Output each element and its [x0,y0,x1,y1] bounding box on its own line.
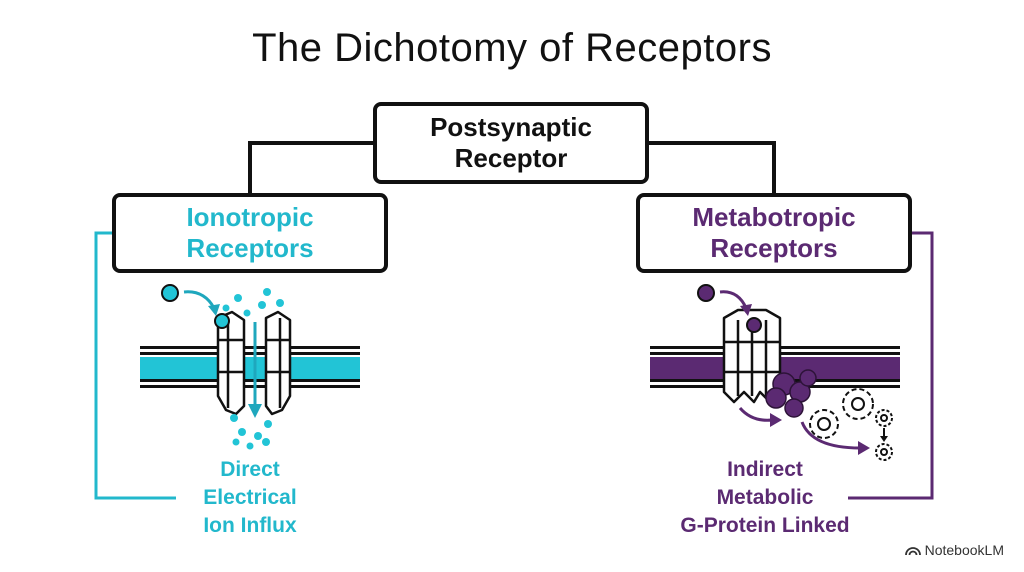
g-protein-icon [765,369,817,418]
root-label-line1: Postsynaptic [430,112,592,143]
ionotropic-label-line1: Ionotropic [186,202,314,233]
notebooklm-branding: NotebookLM [904,542,1004,558]
ionotropic-illustration [140,284,360,450]
tree-connectors [248,141,776,195]
ligand-binding-arrow [183,290,216,309]
metabotropic-trait: Metabolic [716,486,814,509]
ion-channel-icon [216,310,292,416]
met-bound-ligand-icon [746,317,762,333]
metabotropic-trait: G-Protein Linked [680,514,850,537]
ionotropic-label-line2: Receptors [186,233,314,263]
connector-to-metabotropic [649,141,776,195]
intracellular-ions [230,414,272,450]
ion-membrane [140,346,360,388]
metabotropic-receptors-node: Metabotropic Receptors [636,193,912,273]
metabotropic-illustration [650,284,900,461]
ion-bound-ligand-icon [214,313,230,329]
diagram-title: The Dichotomy of Receptors [252,26,772,70]
metabotropic-label-line1: Metabotropic [692,202,856,233]
branding-label: NotebookLM [924,542,1004,558]
postsynaptic-receptor-node: Postsynaptic Receptor [373,102,649,184]
metabotropic-trait: Indirect [727,458,803,481]
extracellular-ions [222,288,284,317]
metabotropic-traits: Indirect Metabolic G-Protein Linked [660,456,870,540]
metabolic-gears-icon [809,388,893,461]
ionotropic-receptors-node: Ionotropic Receptors [112,193,388,273]
ion-ligand-icon [161,284,179,302]
ionotropic-traits: Direct Electrical Ion Influx [180,456,320,540]
ionotropic-bracket [94,231,176,500]
ionotropic-trait: Direct [220,458,280,481]
root-label-line2: Receptor [454,143,568,173]
cascade-arrow-1 [738,406,773,422]
cascade-arrow-2 [800,421,861,450]
met-binding-arrow [719,290,748,309]
metabotropic-label-line2: Receptors [710,233,838,263]
notebooklm-logo-icon [904,547,921,556]
metabotropic-bracket [848,231,934,500]
ionotropic-trait: Electrical [203,486,297,509]
gpcr-receptor-icon [722,308,782,404]
ion-flow-arrowhead [248,404,262,418]
ionotropic-trait: Ion Influx [203,514,297,537]
connector-to-ionotropic [248,141,375,195]
met-ligand-icon [697,284,715,302]
